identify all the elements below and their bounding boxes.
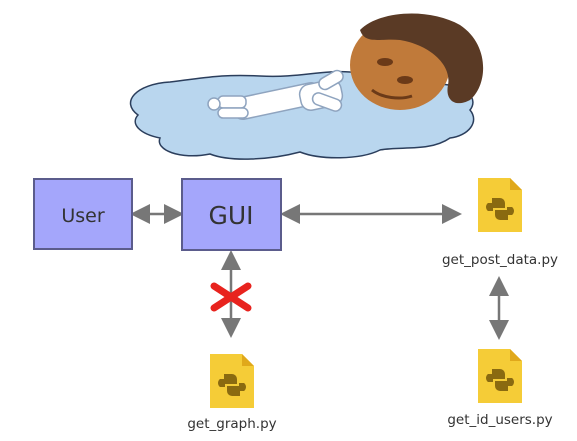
node-gui: GUI [181, 178, 282, 251]
node-get-graph-label: get_graph.py [187, 416, 276, 432]
red-x-icon [210, 282, 252, 312]
connections [130, 204, 509, 340]
node-user-label: User [61, 205, 104, 227]
fallen-person-illustration [129, 13, 484, 160]
node-get-graph: get_graph.py [187, 354, 277, 432]
node-get-post-data-label: get_post_data.py [442, 252, 558, 268]
node-get-id-users: get_id_users.py [447, 349, 553, 428]
node-get-id-users-label: get_id_users.py [447, 412, 552, 428]
python-file-icon [210, 354, 254, 408]
head-figure [350, 13, 484, 110]
node-user: User [33, 178, 133, 250]
python-file-icon [478, 178, 522, 232]
body-figure [207, 69, 344, 121]
node-get-post-data: get_post_data.py [442, 178, 558, 268]
node-gui-label: GUI [208, 201, 253, 230]
python-file-icon [478, 349, 522, 403]
